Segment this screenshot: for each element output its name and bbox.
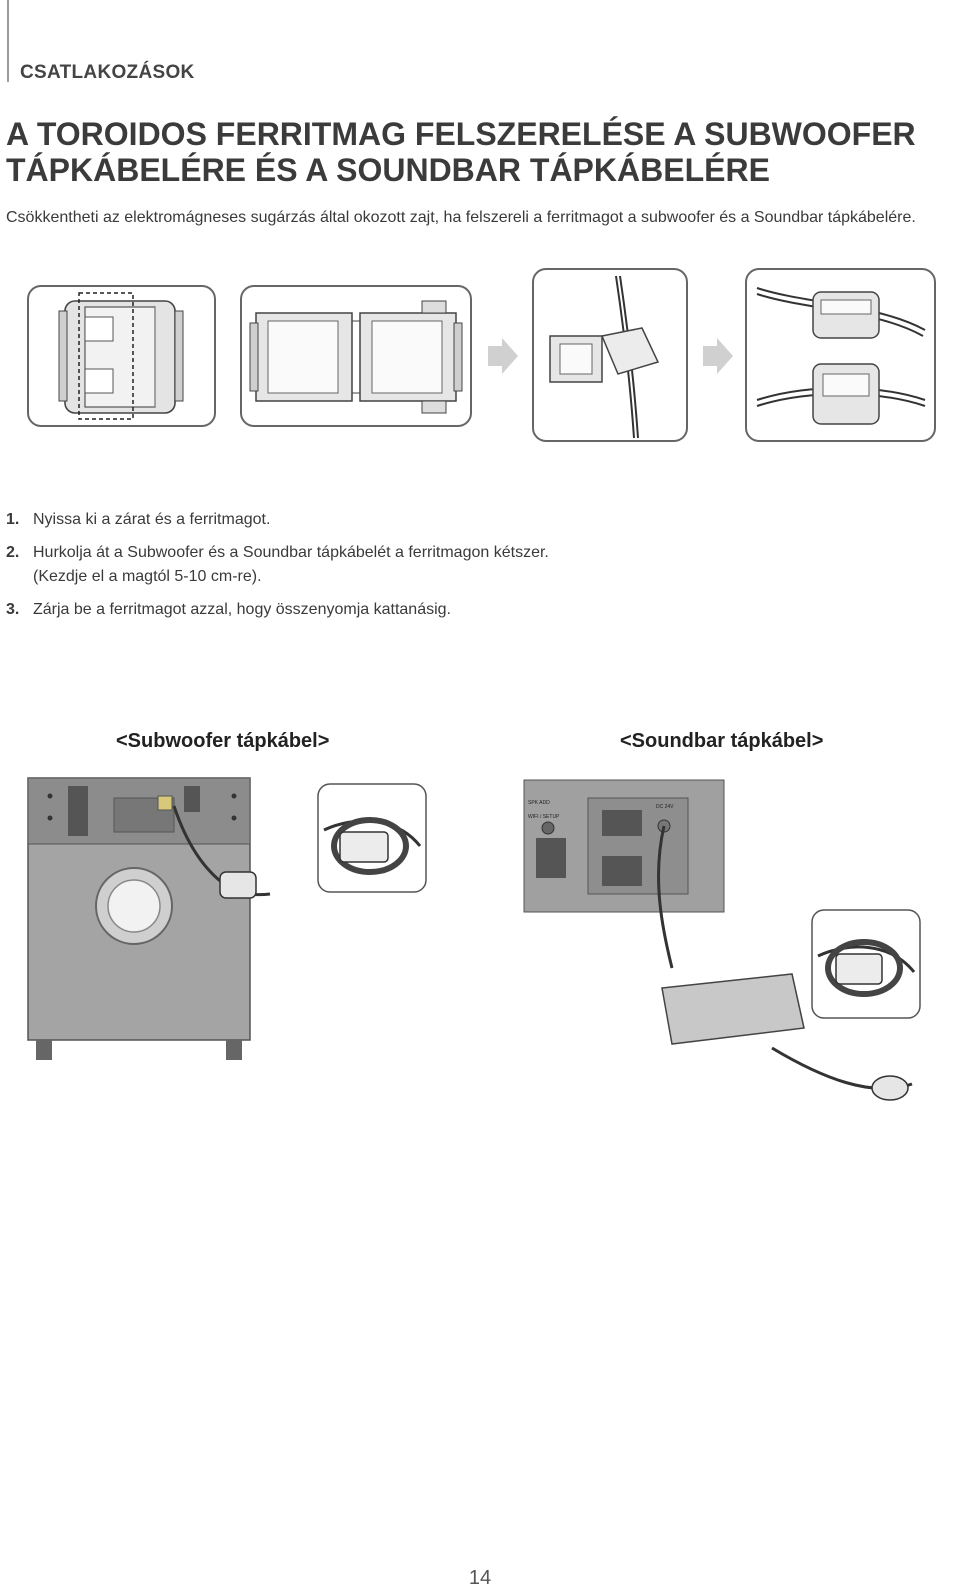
wifi-setup-label: WIFI / SETUP [528,814,560,820]
ferrite-open-panel [240,285,472,427]
step-text: Hurkolja át a Subwoofer és a Soundbar tá… [33,544,549,561]
spk-add-label: SPK ADD [528,800,550,806]
page-title-line-1: A TOROIDOS FERRITMAG FELSZERELÉSE A SUBW… [6,116,916,152]
step-item: 3. Zárja be a ferritmagot azzal, hogy ös… [6,598,946,622]
step-number: 1. [6,511,20,528]
step-item: 2. Hurkolja át a Subwoofer és a Soundbar… [6,541,946,589]
arrow-right-icon [703,338,733,374]
ferrite-cable-panel [532,268,688,442]
step-text: Zárja be a ferritmagot azzal, hogy össze… [33,601,451,618]
page-title-line-2: TÁPKÁBELÉRE ÉS A SOUNDBAR TÁPKÁBELÉRE [6,152,770,188]
step-number: 2. [6,544,20,561]
ferrite-installed-illustration [756,287,926,425]
section-header: CSATLAKOZÁSOK [20,62,195,83]
page-number: 14 [468,1567,492,1589]
step-number: 3. [6,601,20,618]
soundbar-illustration: SPK ADD WIFI / SETUP DC 24V [523,779,921,1101]
page-title: A TOROIDOS FERRITMAG FELSZERELÉSE A SUBW… [6,116,946,188]
ferrite-closed-panel [27,285,216,427]
ferrite-open-illustration [249,300,463,414]
ferrite-installed-panel [745,268,936,442]
margin-rule [7,0,9,82]
subwoofer-illustration [27,777,427,1060]
subwoofer-caption: <Subwoofer tápkábel> [116,730,330,752]
dc-in-label: DC 24V [656,804,674,810]
step-text: (Kezdje el a magtól 5-10 cm-re). [33,568,262,585]
ferrite-closed-illustration [58,292,184,420]
intro-paragraph: Csökkentheti az elektromágneses sugárzás… [6,209,916,226]
arrow-right-icon [488,338,518,374]
soundbar-caption: <Soundbar tápkábel> [620,730,824,752]
step-list: 1. Nyissa ki a zárat és a ferritmagot. 2… [6,508,946,631]
ferrite-cable-illustration [549,275,660,439]
step-text: Nyissa ki a zárat és a ferritmagot. [33,511,271,528]
step-item: 1. Nyissa ki a zárat és a ferritmagot. [6,508,946,532]
